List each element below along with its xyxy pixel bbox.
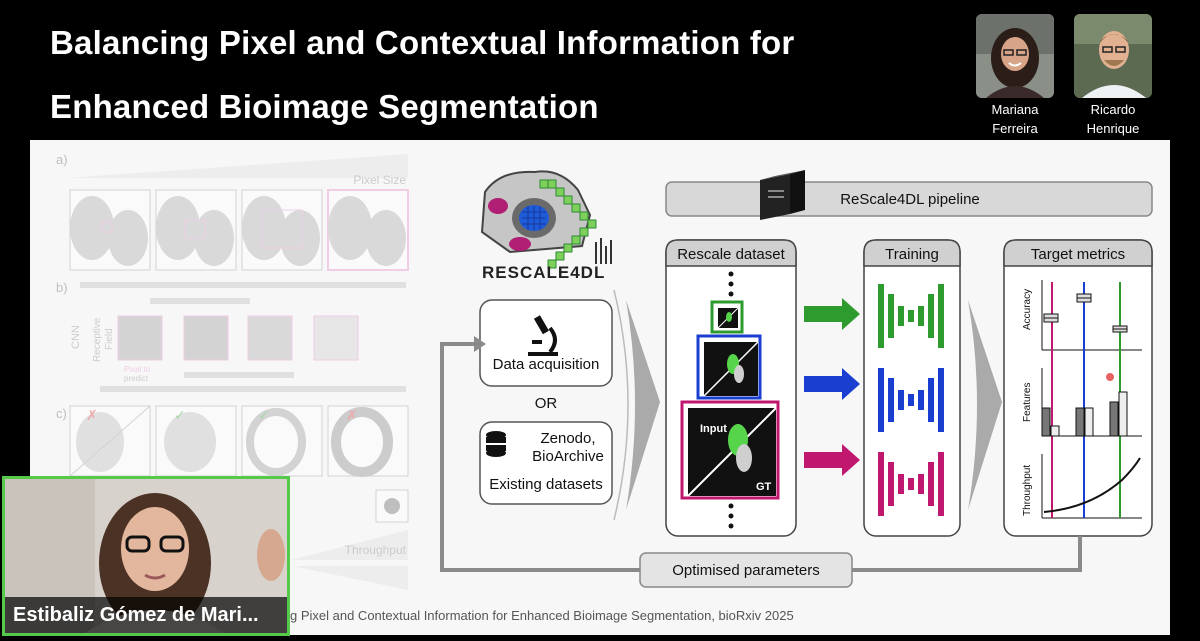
speaker-last-name: Ferreira [975, 121, 1055, 136]
predict-label: predict [124, 374, 149, 383]
dataset-large-magenta: Input GT [680, 400, 780, 500]
citation-footer: g Pixel and Contextual Information for E… [290, 608, 794, 623]
features-axis-label: Features [1022, 383, 1033, 422]
existing-datasets-box [479, 421, 613, 505]
flow-chevron-1 [626, 300, 660, 510]
slide-figure: a) Pixel Size Input [56, 152, 1153, 590]
loop-arrowhead [474, 336, 486, 352]
speaker-avatar [976, 14, 1054, 98]
feedback-loop [440, 342, 1082, 572]
unet-green [878, 284, 944, 348]
presenter-name-label: Estibaliz Gómez de Mari... [5, 597, 287, 633]
unet-blue [878, 368, 944, 432]
speaker-last-name: Henrique [1073, 121, 1153, 136]
server-icon [760, 170, 805, 220]
target-metrics-label: Target metrics [1031, 246, 1125, 263]
svg-text:✗: ✗ [86, 407, 98, 423]
throughput-axis-label: Throughput [1022, 465, 1033, 516]
zenodo-label: Zenodo, [540, 430, 595, 447]
presenter-webcam[interactable]: Estibaliz Gómez de Mari... [2, 476, 290, 636]
optimised-parameters-label: Optimised parameters [672, 562, 820, 579]
dataset-medium-blue [696, 334, 762, 400]
cnn-label: CNN [70, 325, 82, 349]
input-tag: Input [700, 423, 727, 435]
unet-magenta [878, 452, 944, 516]
gt-label: GT [136, 409, 152, 421]
throughput-curve [1043, 457, 1141, 513]
speaker-tile-mariana[interactable]: Mariana Ferreira [975, 14, 1055, 136]
features-bars [1041, 391, 1128, 437]
microscope-icon [528, 315, 558, 356]
panel-a-label: a) [56, 152, 68, 167]
pointer-dot [1106, 373, 1114, 381]
dataset-small-green [710, 300, 744, 334]
pixel-size-label: Pixel Size [353, 173, 406, 187]
input-thumbnails [69, 189, 409, 271]
pixel-size-wedge [66, 154, 408, 178]
receptive-field-tiles [117, 315, 359, 361]
pipeline-header-label: ReScale4DL pipeline [840, 191, 980, 208]
data-acquisition-label: Data acquisition [493, 356, 600, 373]
ellipsis-bottom [728, 503, 734, 529]
speaker-first-name: Mariana [975, 102, 1055, 117]
svg-text:✓: ✓ [258, 407, 270, 423]
panel-b-label: b) [56, 280, 68, 295]
ellipsis-top [728, 271, 734, 297]
speaker-avatar [1074, 14, 1152, 98]
optimised-parameters-box [639, 552, 853, 588]
pixel-to-label: Pixel to [124, 365, 151, 374]
rescale4dl-logo: RESCALE4DL [480, 170, 612, 282]
accuracy-boxplots [1043, 293, 1128, 333]
gt-tag: GT [756, 481, 772, 493]
left-panel-faded: a) Pixel Size Input [56, 152, 409, 590]
existing-datasets-label: Existing datasets [489, 476, 602, 493]
training-label: Training [885, 246, 939, 263]
throughput-faded-label: Throughput [345, 543, 407, 557]
flow-chevron-2 [968, 300, 1002, 510]
speaker-tile-ricardo[interactable]: Ricardo Henrique [1073, 14, 1153, 136]
slide-title-line2: Enhanced Bioimage Segmentation [50, 88, 599, 125]
slide-title-line1: Balancing Pixel and Contextual Informati… [50, 24, 795, 61]
rescale-dataset-label: Rescale dataset [677, 246, 785, 263]
bioarchive-label: BioArchive [532, 448, 604, 465]
data-acquisition-box [479, 299, 613, 387]
logo-text: RESCALE4DL [482, 263, 605, 282]
or-label: OR [535, 395, 558, 412]
database-icon [486, 431, 506, 457]
speaker-first-name: Ricardo [1073, 102, 1153, 117]
field-label: Field [104, 328, 115, 350]
gt-thumbnails: ✗ ✓ ✓ ✗ [69, 405, 409, 477]
scale-arrows [804, 298, 860, 476]
receptive-label: Receptive [92, 317, 103, 362]
panel-c-label: c) [56, 406, 67, 421]
input-label: Input [72, 193, 96, 205]
accuracy-axis-label: Accuracy [1022, 289, 1033, 330]
svg-text:✗: ✗ [346, 407, 358, 423]
svg-text:✓: ✓ [174, 407, 186, 423]
